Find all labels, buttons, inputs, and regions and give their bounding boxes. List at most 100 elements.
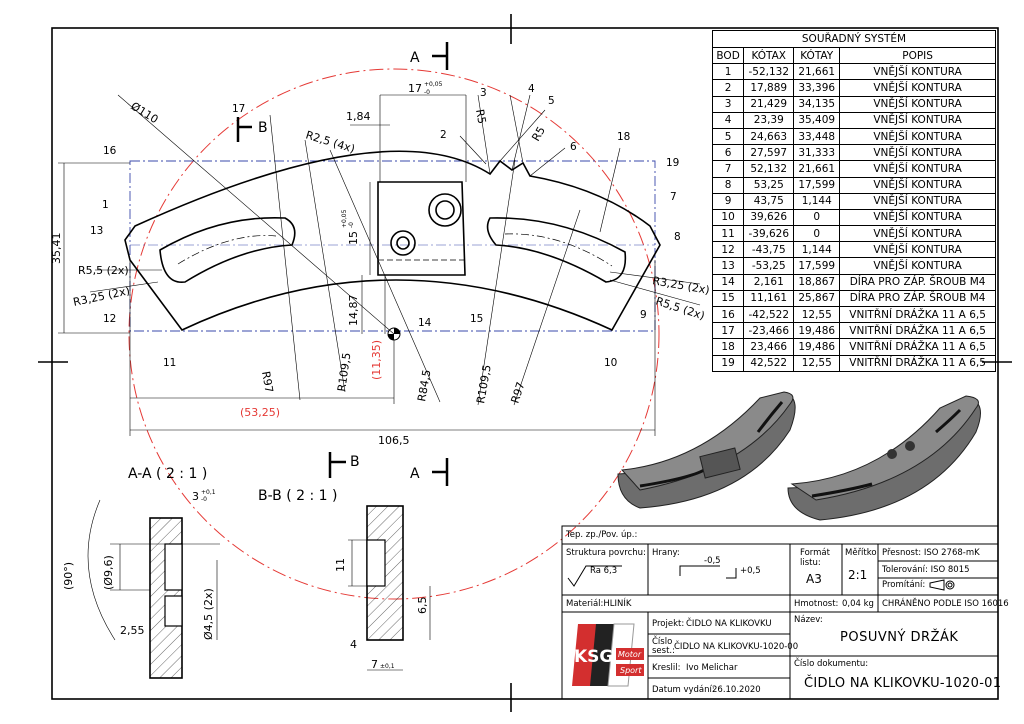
cell-kotax: 52,132 — [743, 160, 795, 178]
cell-popis: VNĚJŠÍ KONTURA — [839, 241, 996, 259]
date-label: Datum vydání: — [652, 685, 715, 695]
drawn-label: Kreslil: — [652, 663, 681, 673]
cell-popis: VNITŘNÍ DRÁŽKA 11 A 6,5 — [839, 305, 996, 324]
point-label: 19 — [666, 157, 679, 169]
section-aa-d45: Ø4,5 (2x) — [202, 588, 215, 640]
point-label: 4 — [528, 83, 535, 95]
cell-kotax: 2,161 — [743, 273, 795, 291]
cell-kotax: 24,663 — [743, 127, 795, 146]
cell-kotax: -52,132 — [743, 63, 795, 81]
part-front-view — [124, 150, 661, 332]
dim-r97-left: R97 — [259, 370, 276, 394]
point-label: 6 — [570, 141, 577, 153]
cell-popis: DÍRA PRO ZÁP. ŠROUB M4 — [839, 273, 996, 291]
cell-bod: 5 — [711, 127, 745, 146]
cell-kotax: -39,626 — [743, 225, 795, 243]
section-bb-w7: 7 — [371, 658, 378, 671]
point-label: 15 — [470, 313, 483, 325]
project-value: ČIDLO NA KLIKOVKU — [686, 619, 772, 629]
point-label: 12 — [103, 313, 116, 325]
cell-bod: 11 — [711, 225, 745, 243]
section-aa-w3: 3 — [192, 490, 199, 503]
cell-kotay: 25,867 — [793, 289, 841, 308]
cell-kotay: 19,486 — [793, 322, 841, 340]
cell-popis: VNITŘNÍ DRÁŽKA 11 A 6,5 — [839, 338, 996, 356]
cell-popis: VNĚJŠÍ KONTURA — [839, 144, 996, 162]
section-aa-angle: (90°) — [62, 562, 75, 590]
cell-kotax: 42,522 — [743, 354, 795, 372]
section-aa-w3-tol-upper: +0,1 — [201, 489, 216, 496]
cell-bod: 17 — [711, 322, 745, 340]
point-label: 7 — [670, 191, 677, 203]
roughness-value: Ra 6,3 — [590, 566, 618, 576]
point-label: 2 — [440, 129, 447, 141]
material: Materiál:HLINÍK — [566, 599, 632, 609]
column-header-bod: BOD — [711, 46, 745, 65]
cell-popis: VNĚJŠÍ KONTURA — [839, 127, 996, 146]
scale-label: Měřítko: — [845, 548, 880, 558]
dim-r325-right: R3,25 (2x) — [651, 274, 710, 297]
cell-bod: 9 — [711, 192, 745, 210]
accuracy-standard: Přesnost: ISO 2768-mK — [882, 548, 980, 558]
dim-w5325: (53,25) — [240, 406, 280, 419]
cell-bod: 3 — [711, 95, 745, 113]
cell-kotax: 39,626 — [743, 208, 795, 227]
point-label: 5 — [548, 95, 555, 107]
cell-bod: 13 — [711, 257, 745, 275]
cell-popis: VNITŘNÍ DRÁŽKA 11 A 6,5 — [839, 322, 996, 340]
cell-kotay: 1,144 — [793, 192, 841, 210]
logo-sport-text: Sport — [620, 666, 642, 675]
dim-r325-left: R3,25 (2x) — [72, 284, 131, 309]
tolerancing-standard: Tolerování: ISO 8015 — [882, 565, 970, 575]
cell-bod: 14 — [711, 273, 745, 291]
cell-kotay: 17,599 — [793, 257, 841, 275]
section-aa-view: A-A ( 2 : 1 ) (90°) (Ø9,6) Ø4,5 (2x) 2,5… — [62, 466, 220, 679]
cell-popis: VNĚJŠÍ KONTURA — [839, 63, 996, 81]
cell-popis: VNĚJŠÍ KONTURA — [839, 95, 996, 113]
cell-popis: VNĚJŠÍ KONTURA — [839, 208, 996, 227]
section-bb-h65: 6,5 — [416, 597, 429, 615]
cell-kotay: 21,661 — [793, 63, 841, 81]
dim-h1135: (11,35) — [370, 340, 383, 380]
dim-r845: R84,5 — [415, 369, 433, 403]
section-aa-d96: (Ø9,6) — [102, 555, 115, 590]
cell-bod: 19 — [711, 354, 745, 372]
mass-value: 0,04 kg — [842, 599, 874, 609]
cell-popis: VNĚJŠÍ KONTURA — [839, 225, 996, 243]
cell-popis: VNĚJŠÍ KONTURA — [839, 257, 996, 275]
edge-plus: +0,5 — [740, 566, 761, 576]
cell-kotax: 23,466 — [743, 338, 795, 356]
cell-bod: 8 — [711, 176, 745, 194]
cell-kotay: 12,55 — [793, 354, 841, 372]
cell-kotay: 33,396 — [793, 79, 841, 97]
project-label: Projekt: — [652, 619, 685, 629]
cell-kotax: -43,75 — [743, 241, 795, 259]
cell-popis: VNĚJŠÍ KONTURA — [839, 192, 996, 210]
cell-kotax: -53,25 — [743, 257, 795, 275]
edges-label: Hrany: — [652, 548, 680, 558]
cell-kotay: 35,409 — [793, 111, 841, 129]
dim-d110: Ø110 — [128, 100, 160, 127]
section-bb-view: B-B ( 2 : 1 ) 11 6,5 4 7 ±0,1 — [258, 488, 431, 671]
dim-r97-right: R97 — [508, 380, 527, 405]
cell-kotax: 11,161 — [743, 289, 795, 308]
section-mark-a-bottom: A — [410, 466, 420, 482]
point-label: 1 — [102, 199, 109, 211]
format-label: Formát listu: — [800, 548, 830, 568]
title-block-frame — [561, 525, 999, 700]
section-mark-b-bottom: B — [350, 454, 360, 470]
cell-kotay: 17,599 — [793, 176, 841, 194]
column-header-kotay: KÓTAY — [793, 46, 841, 65]
name-label: Název: — [794, 615, 823, 625]
cell-bod: 7 — [711, 160, 745, 178]
cell-popis: VNĚJŠÍ KONTURA — [839, 160, 996, 178]
cell-bod: 18 — [711, 338, 745, 356]
